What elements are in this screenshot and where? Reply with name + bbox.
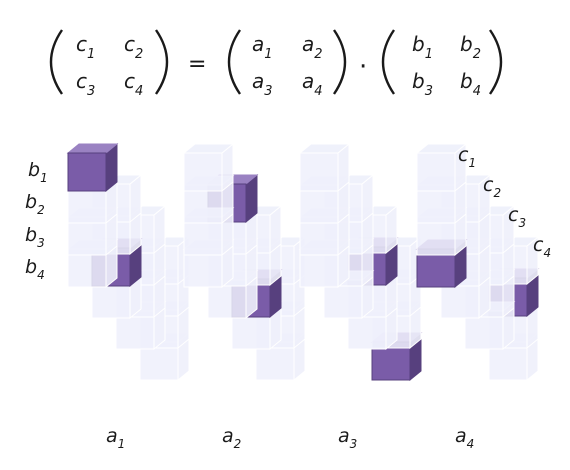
column-label: a4 xyxy=(455,425,474,451)
row-label: b3 xyxy=(25,224,45,250)
c-matrix-entry: c4 xyxy=(124,69,143,99)
b3-letter: b xyxy=(412,69,425,93)
a-matrix-entry: a4 xyxy=(302,69,323,99)
a4-letter: a xyxy=(302,69,314,93)
a-matrix-entry: a3 xyxy=(252,69,273,99)
a1-subscript: 1 xyxy=(264,47,272,62)
cube-cell xyxy=(415,142,468,193)
cube-cell xyxy=(182,142,235,193)
row-labels: b1 b2 b3 b4 xyxy=(25,159,48,282)
b1-subscript: 1 xyxy=(425,47,433,62)
column-label-subscript: 3 xyxy=(350,437,358,451)
b-matrix: b1 b2 b3 b4 xyxy=(412,32,481,99)
row-label: b4 xyxy=(25,256,45,282)
c-matrix-entry: c3 xyxy=(76,69,95,99)
row-label-subscript: 4 xyxy=(37,268,45,282)
a3-subscript: 3 xyxy=(264,84,272,99)
depth-label-subscript: 4 xyxy=(543,246,551,260)
b-matrix-entry: b3 xyxy=(412,69,433,99)
b-matrix-entry: b1 xyxy=(412,32,433,62)
depth-label: c2 xyxy=(483,174,501,200)
b4-letter: b xyxy=(460,69,473,93)
a4-subscript: 4 xyxy=(314,84,322,99)
row-label-subscript: 3 xyxy=(37,236,45,250)
dot-operator: · xyxy=(359,52,367,82)
c-matrix-left-paren xyxy=(49,29,63,95)
b2-letter: b xyxy=(460,32,473,56)
column-label: a3 xyxy=(338,425,357,451)
tensor-cube-grid xyxy=(66,142,540,382)
depth-label-subscript: 3 xyxy=(518,216,526,230)
row-label-subscript: 1 xyxy=(40,171,48,185)
column-label-letter: a xyxy=(222,425,234,447)
a2-letter: a xyxy=(302,32,314,56)
b4-subscript: 4 xyxy=(473,84,481,99)
c1-letter: c xyxy=(76,32,87,56)
depth-labels: c1 c2 c3 c4 xyxy=(458,144,551,260)
c4-letter: c xyxy=(124,69,135,93)
column-label-letter: a xyxy=(455,425,467,447)
column-label: a1 xyxy=(106,425,125,451)
row-label-subscript: 2 xyxy=(37,203,45,217)
b-matrix-entry: b4 xyxy=(460,69,481,99)
column-labels: a1 a2 a3 a4 xyxy=(106,425,474,451)
c4-subscript: 4 xyxy=(135,84,143,99)
equals-sign: = xyxy=(188,52,206,77)
depth-label-letter: c xyxy=(483,174,494,196)
c2-letter: c xyxy=(124,32,135,56)
column-label-subscript: 1 xyxy=(118,437,126,451)
row-label-letter: b xyxy=(25,191,37,213)
depth-label-letter: c xyxy=(508,204,519,226)
depth-label: c1 xyxy=(458,144,476,170)
c2-subscript: 2 xyxy=(135,47,143,62)
c3-subscript: 3 xyxy=(87,84,95,99)
a-matrix-right-paren xyxy=(333,29,347,95)
a-matrix-entry: a2 xyxy=(302,32,323,62)
row-label: b1 xyxy=(28,159,48,185)
c1-subscript: 1 xyxy=(87,47,95,62)
depth-label-subscript: 2 xyxy=(493,186,501,200)
a3-letter: a xyxy=(252,69,264,93)
a-matrix-left-paren xyxy=(227,29,241,95)
c-matrix-entry: c2 xyxy=(124,32,143,62)
a2-subscript: 2 xyxy=(314,47,322,62)
depth-label-subscript: 1 xyxy=(468,156,476,170)
row-label-letter: b xyxy=(28,159,40,181)
b1-letter: b xyxy=(412,32,425,56)
row-label-letter: b xyxy=(25,224,37,246)
depth-label: c3 xyxy=(508,204,526,230)
b2-subscript: 2 xyxy=(473,47,481,62)
a-matrix-entry: a1 xyxy=(252,32,273,62)
equation: c1 c2 c3 c4 = a1 a2 a3 a4 · b1 b2 b3 b4 xyxy=(49,29,503,99)
column-label-subscript: 2 xyxy=(234,437,242,451)
b-matrix-entry: b2 xyxy=(460,32,481,62)
cube-cell xyxy=(298,142,351,193)
a-matrix: a1 a2 a3 a4 xyxy=(252,32,323,99)
b-matrix-left-paren xyxy=(381,29,395,95)
b3-subscript: 3 xyxy=(425,84,433,99)
c-matrix-right-paren xyxy=(155,29,169,95)
depth-label: c4 xyxy=(533,234,551,260)
depth-label-letter: c xyxy=(533,234,544,256)
column-label-letter: a xyxy=(106,425,118,447)
b-matrix-right-paren xyxy=(489,29,503,95)
a1-letter: a xyxy=(252,32,264,56)
column-label: a2 xyxy=(222,425,241,451)
c-matrix-entry: c1 xyxy=(76,32,95,62)
column-label-letter: a xyxy=(338,425,350,447)
column-label-subscript: 4 xyxy=(467,437,475,451)
row-label: b2 xyxy=(25,191,45,217)
c-matrix: c1 c2 c3 c4 xyxy=(76,32,143,99)
highlighted-cube xyxy=(66,142,119,193)
row-label-letter: b xyxy=(25,256,37,278)
c3-letter: c xyxy=(76,69,87,93)
depth-label-letter: c xyxy=(458,144,469,166)
